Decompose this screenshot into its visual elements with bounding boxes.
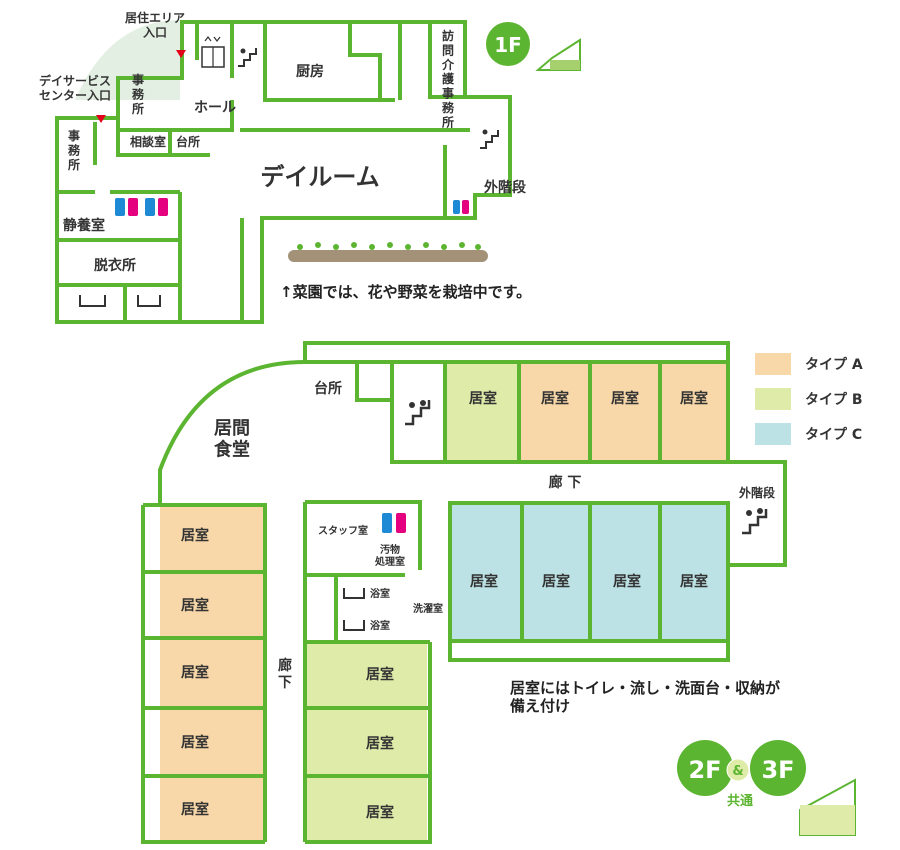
floor-2-3-badge: 2F & 3F 共通 [677,740,856,836]
kitchen-2f-label: 台所 [314,380,342,397]
room-label: 居室 [366,666,394,683]
toilet-icons-1f [115,198,469,216]
floor-1-plan: 1F 居住エリア入口 デイサービスセンター入口 事務所 事務所 ホール 相談室 … [39,10,581,324]
consult-room-label: 相談室 [130,134,166,149]
kitchen-small-label: 台所 [176,134,200,149]
room-label: 居室 [541,390,569,407]
rest-room-label: 静養室 [63,217,105,234]
office-left-label: 事務所 [68,128,81,172]
type-b-rooms-right [305,642,427,840]
corridor-vertical-label: 廊下 [278,657,292,691]
room-label: 居室 [181,597,209,614]
svg-text:1F: 1F [494,33,522,57]
bathtub-icon [79,295,161,307]
room-label: 居室 [469,390,497,407]
type-b-rooms-top [447,362,519,462]
day-service-entrance-label: デイサービスセンター入口 [39,73,111,102]
dressing-room-label: 脱衣所 [94,257,136,274]
outside-stairs-icon-2f [742,508,768,535]
room-facilities-note: 居室にはトイレ・流し・洗面台・収納が備え付け [510,679,781,715]
floor-1-walls [55,20,512,324]
residential-entrance-marker [176,50,186,58]
floor-2-3-walls [141,341,787,844]
room-label: 居室 [680,573,708,590]
room-label: 居室 [611,390,639,407]
toilet-icons-2f [382,513,406,533]
room-label: 居室 [366,735,394,752]
room-label: 居室 [470,573,498,590]
outside-stairs-1f-label: 外階段 [484,179,526,196]
legend-swatch-a [755,353,791,375]
room-label: 居室 [680,390,708,407]
room-label: 居室 [366,804,394,821]
room-label: 居室 [181,527,209,544]
common-label: 共通 [727,793,753,809]
outside-stairs-2f-label: 外階段 [739,485,776,500]
outside-stairs-icon-1f [480,129,499,149]
corridor-horizontal-label: 廊 下 [549,474,582,491]
hall-label: ホール [194,100,236,116]
legend-label-b: タイプ B [805,392,863,408]
kitchen-label: 厨房 [296,63,324,80]
legend: タイプ A タイプ B タイプ C [755,353,863,445]
garden-note: ↑菜園では、花や野菜を栽培中です。 [280,283,531,301]
vegetable-garden [288,242,488,262]
day-service-entrance-marker [96,115,106,123]
room-label: 居室 [181,664,209,681]
stairs-icon [405,400,431,426]
stairs-icon [238,48,257,67]
legend-label-c: タイプ C [805,427,862,443]
room-label: 居室 [181,734,209,751]
bathtub-icon [343,588,365,631]
badge-3f: 3F [761,756,794,784]
badge-and: & [732,764,743,779]
legend-swatch-b [755,388,791,410]
bath-2-label: 浴室 [370,619,390,632]
type-a-rooms-left [160,505,263,840]
room-label: 居室 [542,573,570,590]
badge-2f: 2F [688,756,721,784]
bath-1-label: 浴室 [370,587,390,600]
living-dining-label: 居間食堂 [213,418,250,461]
soiled-room-label: 汚物処理室 [374,543,405,568]
day-room-label: デイルーム [260,163,379,191]
staff-room-label: スタッフ室 [318,524,368,537]
floor-2-3-plan: 2F & 3F 共通 タイプ A タイプ B タイプ C 居間食堂 台所 廊 下… [141,341,863,844]
visiting-care-office-label: 訪問介護事務所 [441,28,455,129]
room-label: 居室 [613,573,641,590]
legend-label-a: タイプ A [805,357,863,373]
legend-swatch-c [755,423,791,445]
residential-entrance-label: 居住エリア入口 [125,10,185,39]
elevator-icon [201,36,225,68]
type-a-rooms-top [519,362,729,462]
floor-1-badge: 1F [486,22,581,71]
room-label: 居室 [181,801,209,818]
laundry-label: 洗濯室 [413,602,443,615]
office-top-label: 事務所 [132,72,145,116]
